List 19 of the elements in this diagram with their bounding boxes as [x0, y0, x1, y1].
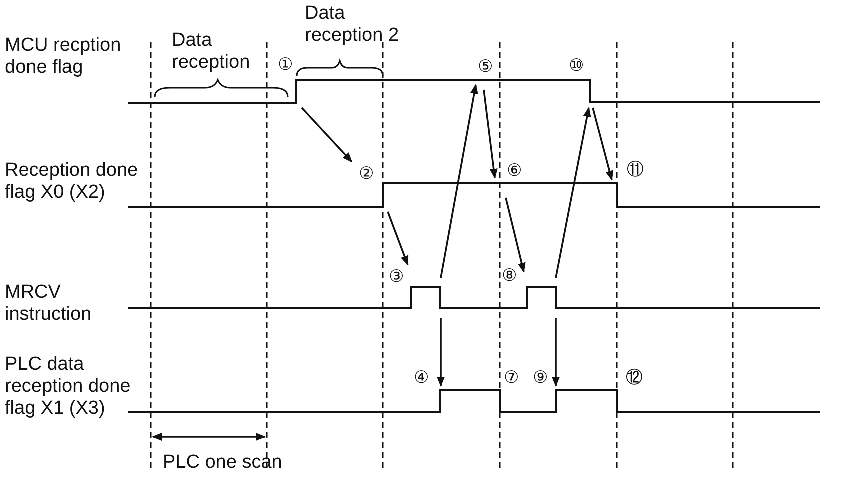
brace-label: Data reception 2 [305, 3, 400, 47]
callout-number: ④ [414, 369, 429, 387]
callout-number: ⑦ [504, 369, 519, 387]
callout-number: ⑥ [507, 162, 522, 180]
brace-label: Data reception [172, 30, 252, 74]
callout-number: ⑨ [533, 369, 548, 387]
callout-number: ⑩ [569, 57, 584, 75]
callout-number: ⑤ [478, 58, 493, 76]
signal-label: MRCV instruction [5, 282, 93, 326]
callout-number: ⑫ [626, 369, 643, 387]
callout-number: ⑧ [502, 267, 517, 285]
callout-number: ① [278, 56, 293, 74]
dimension-label: PLC one scan [163, 452, 282, 474]
signal-label: MCU recption done flag [5, 35, 122, 79]
callout-number: ② [359, 165, 374, 183]
signal-label: Reception done flag X0 (X2) [5, 160, 140, 204]
callout-number: ③ [389, 268, 404, 286]
callout-number: ⑪ [627, 161, 644, 179]
signal-label: PLC data reception done flag X1 (X3) [5, 354, 132, 420]
